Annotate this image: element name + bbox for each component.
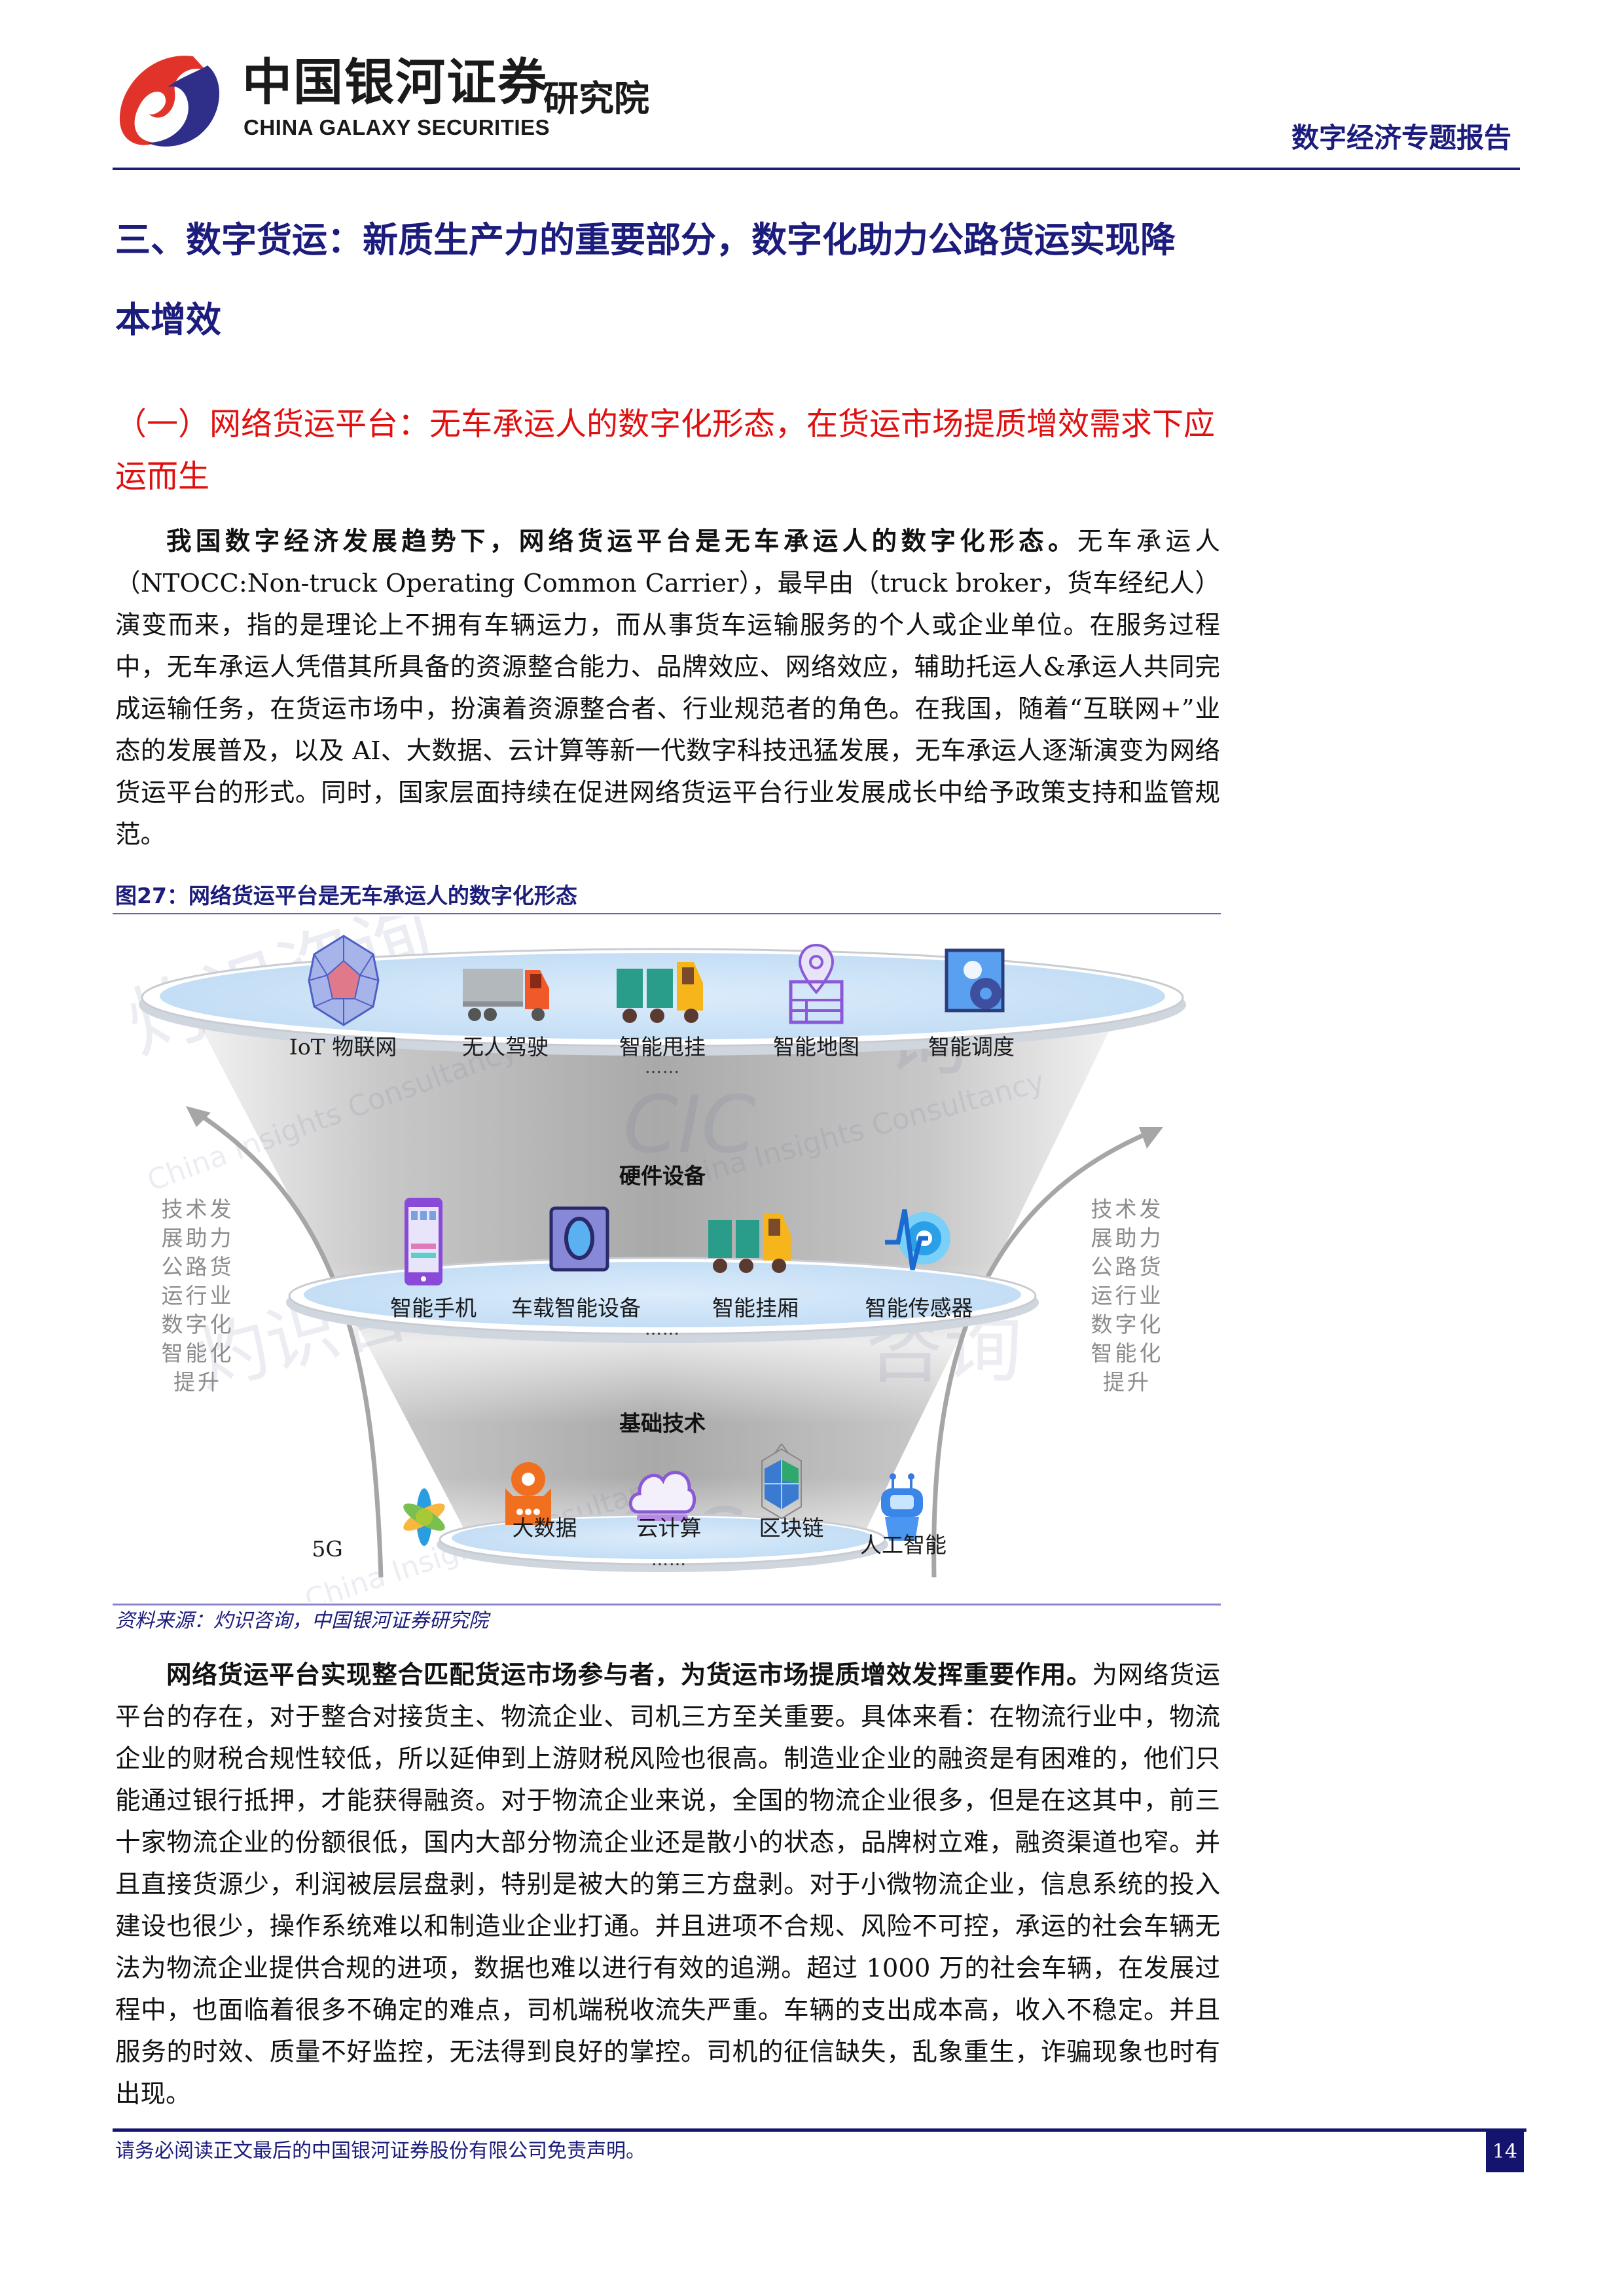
body-paragraph-2: 网络货运平台实现整合匹配货运市场参与者，为货运市场提质增效发挥重要作用。为网络货… [115, 1655, 1220, 2115]
svg-text:CIC: CIC [623, 1080, 756, 1171]
cloud-computing-icon [628, 1471, 696, 1521]
side-caption-line: 智能化 [1091, 1340, 1164, 1366]
smart-dispatch-icon [945, 948, 1005, 1013]
5g-icon [403, 1488, 445, 1546]
top-layer-label-1: IoT 物联网 [289, 1034, 397, 1060]
side-caption-line: 数字化 [1091, 1312, 1164, 1337]
top-layer-label-2: 无人驾驶 [462, 1034, 549, 1060]
figure-source-divider [113, 1604, 1221, 1605]
galaxy-swirl-icon [119, 56, 220, 147]
logo-institute: 研究院 [543, 78, 649, 119]
bottom-layer-label-3: 云计算 [636, 1515, 702, 1541]
side-caption-line: 公路货 [161, 1254, 234, 1280]
section-heading-line2: 本增效 [115, 299, 221, 340]
footer-divider [113, 2128, 1526, 2132]
right-side-caption: 技术发 展助力 公路货 运行业 数字化 智能化 提升 [1088, 1195, 1166, 1397]
paragraph-2-body: 为网络货运平台的存在，对于整合对接货主、物流企业、司机三方至关重要。具体来看：在… [115, 1660, 1220, 2109]
bottom-layer-label-2: 大数据 [512, 1515, 577, 1541]
side-caption-line: 提升 [1103, 1369, 1151, 1395]
bottom-layer-more: …… [651, 1550, 687, 1570]
side-caption-line: 运行业 [161, 1283, 234, 1308]
logo-english-name: CHINA GALAXY SECURITIES [244, 115, 550, 139]
funnel-diagram: 灼识咨询 询 灼识咨询 咨询 China Insights Consultanc… [113, 916, 1221, 1602]
subsection-heading-line2: 运而生 [115, 458, 210, 495]
smart-trailer-icon [708, 1213, 791, 1273]
top-layer-label-5: 智能调度 [928, 1034, 1015, 1060]
middle-layer-more: …… [645, 1319, 680, 1339]
side-caption-line: 运行业 [1091, 1283, 1164, 1308]
middle-layer-label-3: 智能挂厢 [712, 1295, 799, 1321]
big-data-icon [505, 1462, 551, 1525]
top-layer-label-3: 智能甩挂 [619, 1034, 706, 1060]
side-caption-line: 提升 [173, 1369, 222, 1395]
smart-sensor-icon [885, 1209, 950, 1270]
left-side-caption: 技术发 展助力 公路货 运行业 数字化 智能化 提升 [158, 1195, 237, 1397]
smartphone-icon [405, 1198, 442, 1285]
side-caption-line: 技术发 [1091, 1196, 1164, 1222]
artificial-intelligence-robot-icon [881, 1473, 923, 1541]
figure-title: 图27：网络货运平台是无车承运人的数字化形态 [115, 883, 577, 908]
side-caption-line: 展助力 [161, 1225, 234, 1251]
company-logo-mark [115, 51, 226, 149]
iot-network-icon [308, 935, 380, 1026]
paragraph-1-lead: 我国数字经济发展趋势下，网络货运平台是无车承运人的数字化形态。 [166, 527, 1077, 556]
subsection-heading-line1: （一）网络货运平台：无车承运人的数字化形态，在货运市场提质增效需求下应 [115, 406, 1216, 442]
middle-layer-label-2: 车载智能设备 [511, 1295, 641, 1321]
paragraph-2-lead: 网络货运平台实现整合匹配货运市场参与者，为货运市场提质增效发挥重要作用。 [166, 1660, 1092, 1690]
top-layer-more: …… [645, 1058, 680, 1077]
autonomous-truck-icon [463, 969, 549, 1021]
figure-title-divider [113, 913, 1221, 914]
side-caption-line: 智能化 [161, 1340, 234, 1366]
side-caption-line: 技术发 [161, 1196, 234, 1222]
side-caption-line: 展助力 [1091, 1225, 1164, 1251]
side-caption-line: 数字化 [161, 1312, 234, 1337]
bottom-layer-label-5: 人工智能 [860, 1532, 947, 1558]
header-divider [113, 168, 1520, 170]
figure-source: 资料来源：灼识咨询，中国银河证券研究院 [115, 1609, 488, 1632]
funnel-graphic: 灼识咨询 询 灼识咨询 咨询 China Insights Consultanc… [117, 916, 1186, 1602]
middle-layer-label-4: 智能传感器 [865, 1295, 973, 1321]
paragraph-1-body: 无车承运人（NTOCC:Non-truck Operating Common C… [115, 527, 1220, 850]
bottom-layer-label-4: 区块链 [759, 1515, 824, 1541]
smart-trailer-truck-icon [617, 962, 703, 1023]
vehicle-smart-device-icon [549, 1206, 609, 1272]
logo-chinese-name: 中国银河证券 [242, 53, 549, 111]
side-caption-line: 公路货 [1091, 1254, 1164, 1280]
smart-map-icon [789, 943, 844, 1024]
section-heading-line1: 三、数字货运：新质生产力的重要部分，数字化助力公路货运实现降 [115, 219, 1176, 260]
middle-layer-label-1: 智能手机 [390, 1295, 477, 1321]
blockchain-icon [761, 1443, 802, 1520]
page-number: 14 [1486, 2132, 1524, 2172]
layer-title-hardware: 硬件设备 [619, 1163, 706, 1189]
body-paragraph-1: 我国数字经济发展趋势下，网络货运平台是无车承运人的数字化形态。无车承运人（NTO… [115, 521, 1220, 856]
footer-disclaimer: 请务必阅读正文最后的中国银河证券股份有限公司免责声明。 [115, 2140, 645, 2162]
top-layer-label-4: 智能地图 [773, 1034, 859, 1060]
layer-title-foundational-tech: 基础技术 [619, 1410, 706, 1436]
bottom-layer-label-1: 5G [312, 1536, 343, 1562]
report-title: 数字经济专题报告 [1291, 122, 1511, 154]
